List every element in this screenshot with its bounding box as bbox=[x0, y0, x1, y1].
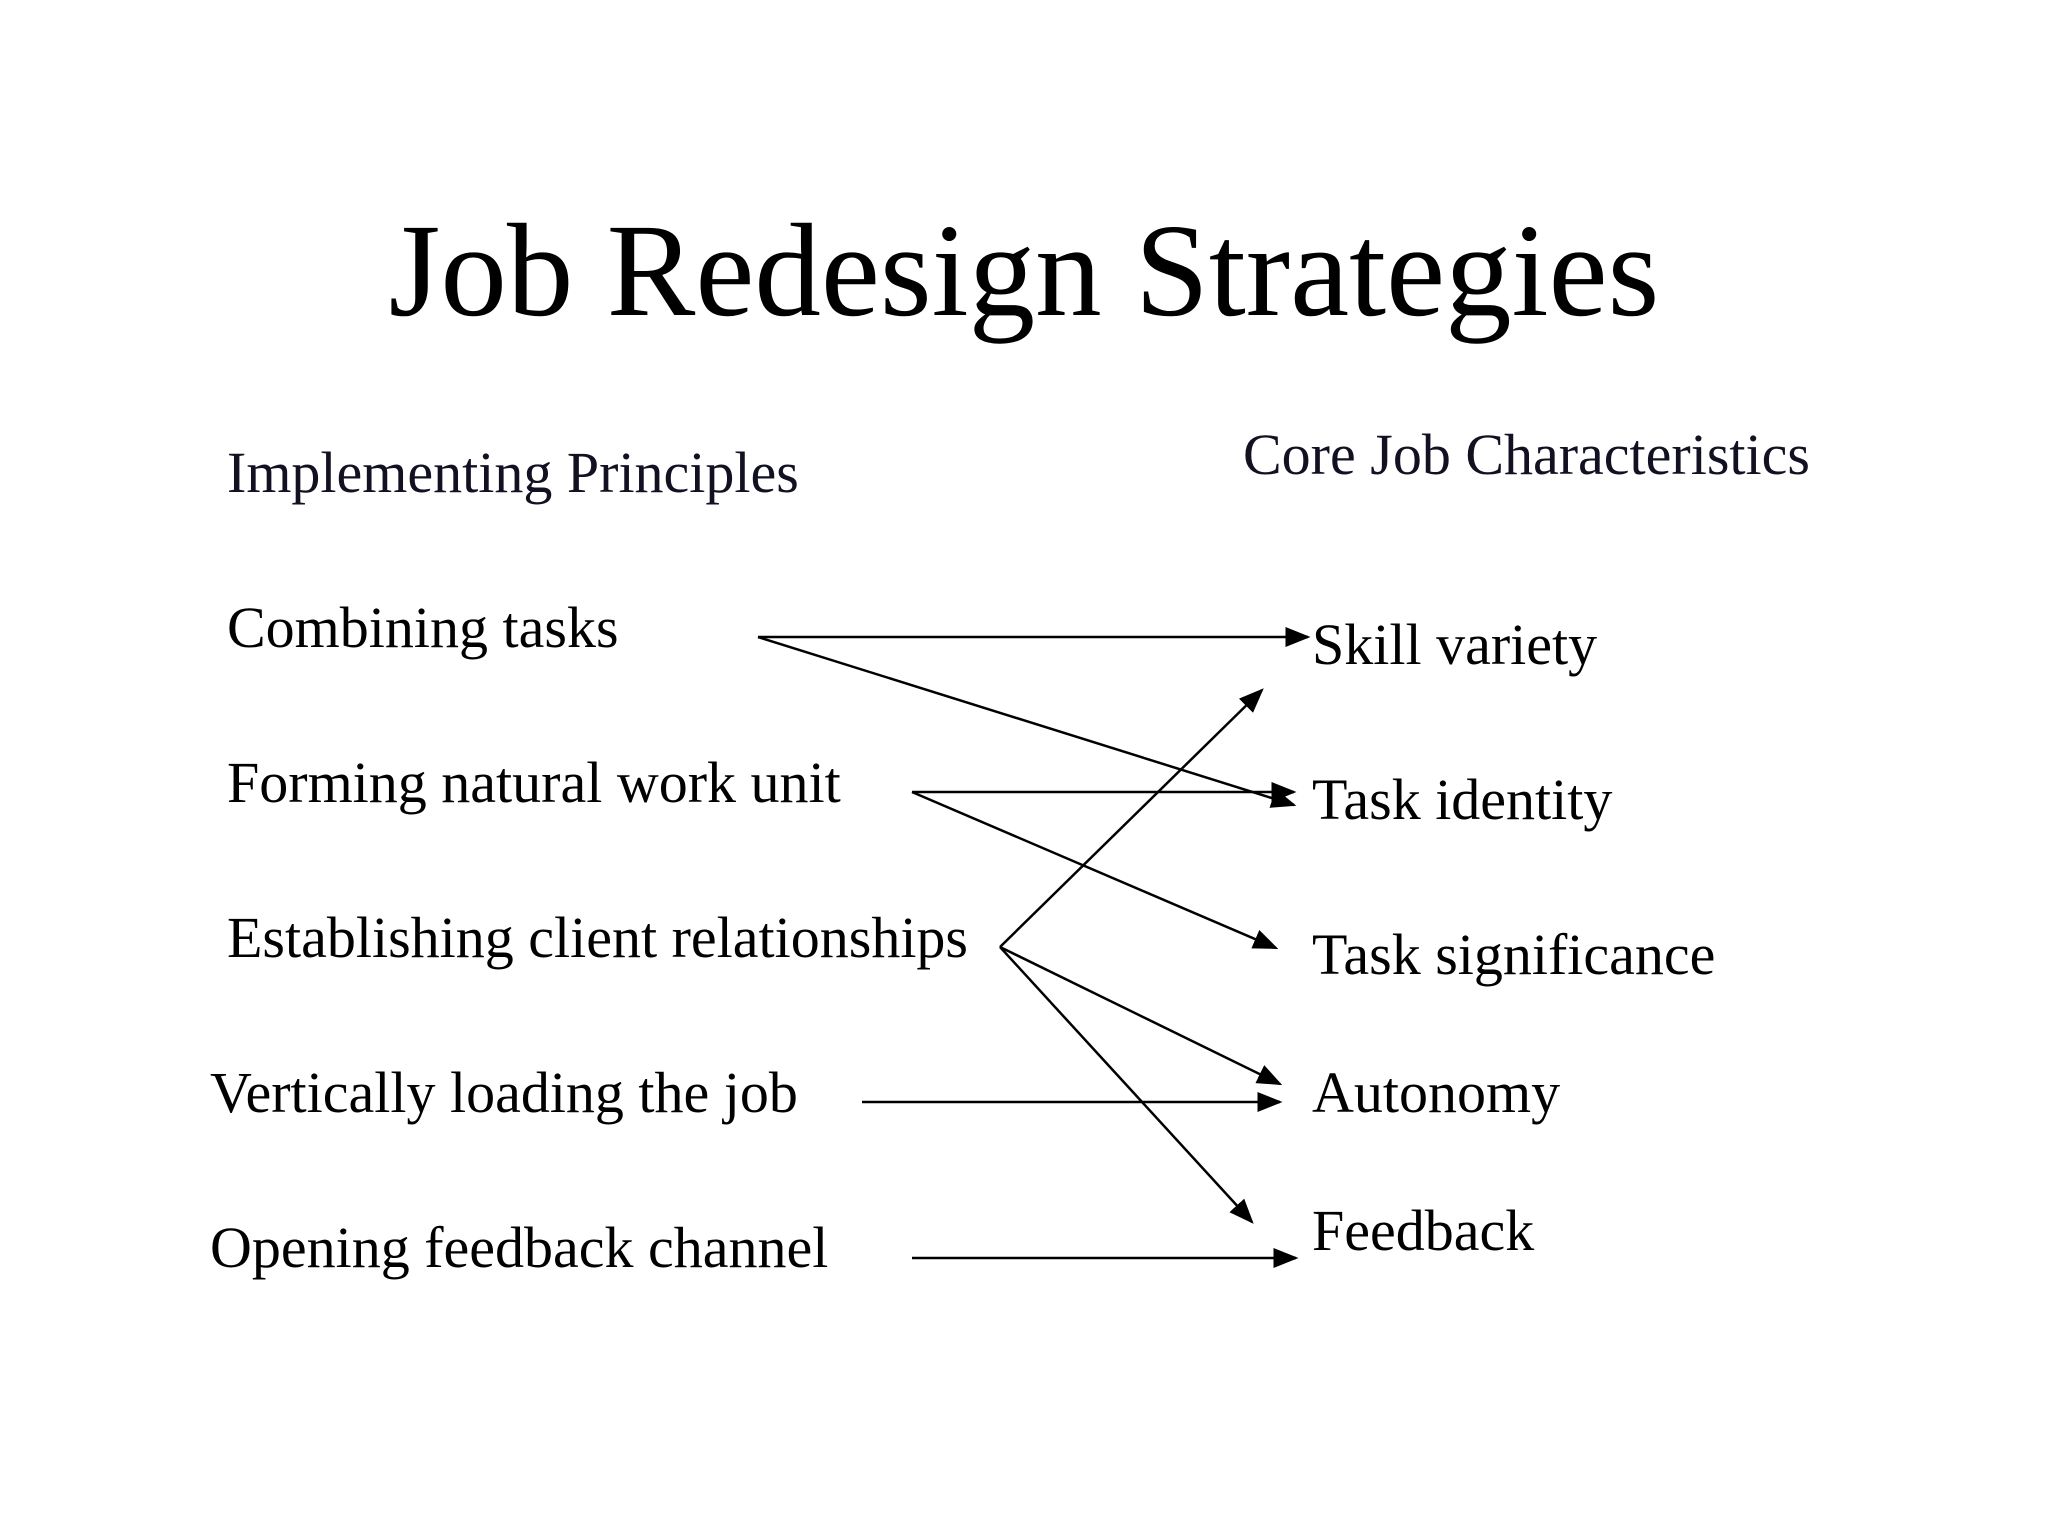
characteristic-feedback: Feedback bbox=[1312, 1198, 1535, 1263]
principle-establishing-client-relationships: Establishing client relationships bbox=[227, 905, 969, 970]
characteristic-autonomy: Autonomy bbox=[1312, 1060, 1561, 1125]
principle-opening-feedback-channel: Opening feedback channel bbox=[210, 1215, 829, 1280]
slide-title: Job Redesign Strategies bbox=[388, 196, 1660, 344]
principle-combining-tasks: Combining tasks bbox=[227, 595, 619, 660]
characteristic-task-identity: Task identity bbox=[1312, 767, 1613, 832]
characteristic-task-significance: Task significance bbox=[1312, 922, 1716, 987]
characteristic-skill-variety: Skill variety bbox=[1312, 612, 1598, 677]
principle-forming-natural-work-unit: Forming natural work unit bbox=[227, 750, 841, 815]
left-column-heading: Implementing Principles bbox=[227, 440, 799, 505]
arrow-natural-work-unit-to-task-significance bbox=[911, 790, 1279, 950]
arrow-combining-tasks-to-task-identity bbox=[757, 635, 1297, 808]
right-column-heading: Core Job Characteristics bbox=[1243, 422, 1810, 487]
arrow-client-relationships-to-feedback bbox=[999, 946, 1254, 1224]
arrow-client-relationships-to-autonomy bbox=[999, 945, 1283, 1086]
arrow-client-relationships-to-skill-variety bbox=[999, 688, 1264, 948]
principle-vertically-loading-the-job: Vertically loading the job bbox=[210, 1060, 798, 1125]
